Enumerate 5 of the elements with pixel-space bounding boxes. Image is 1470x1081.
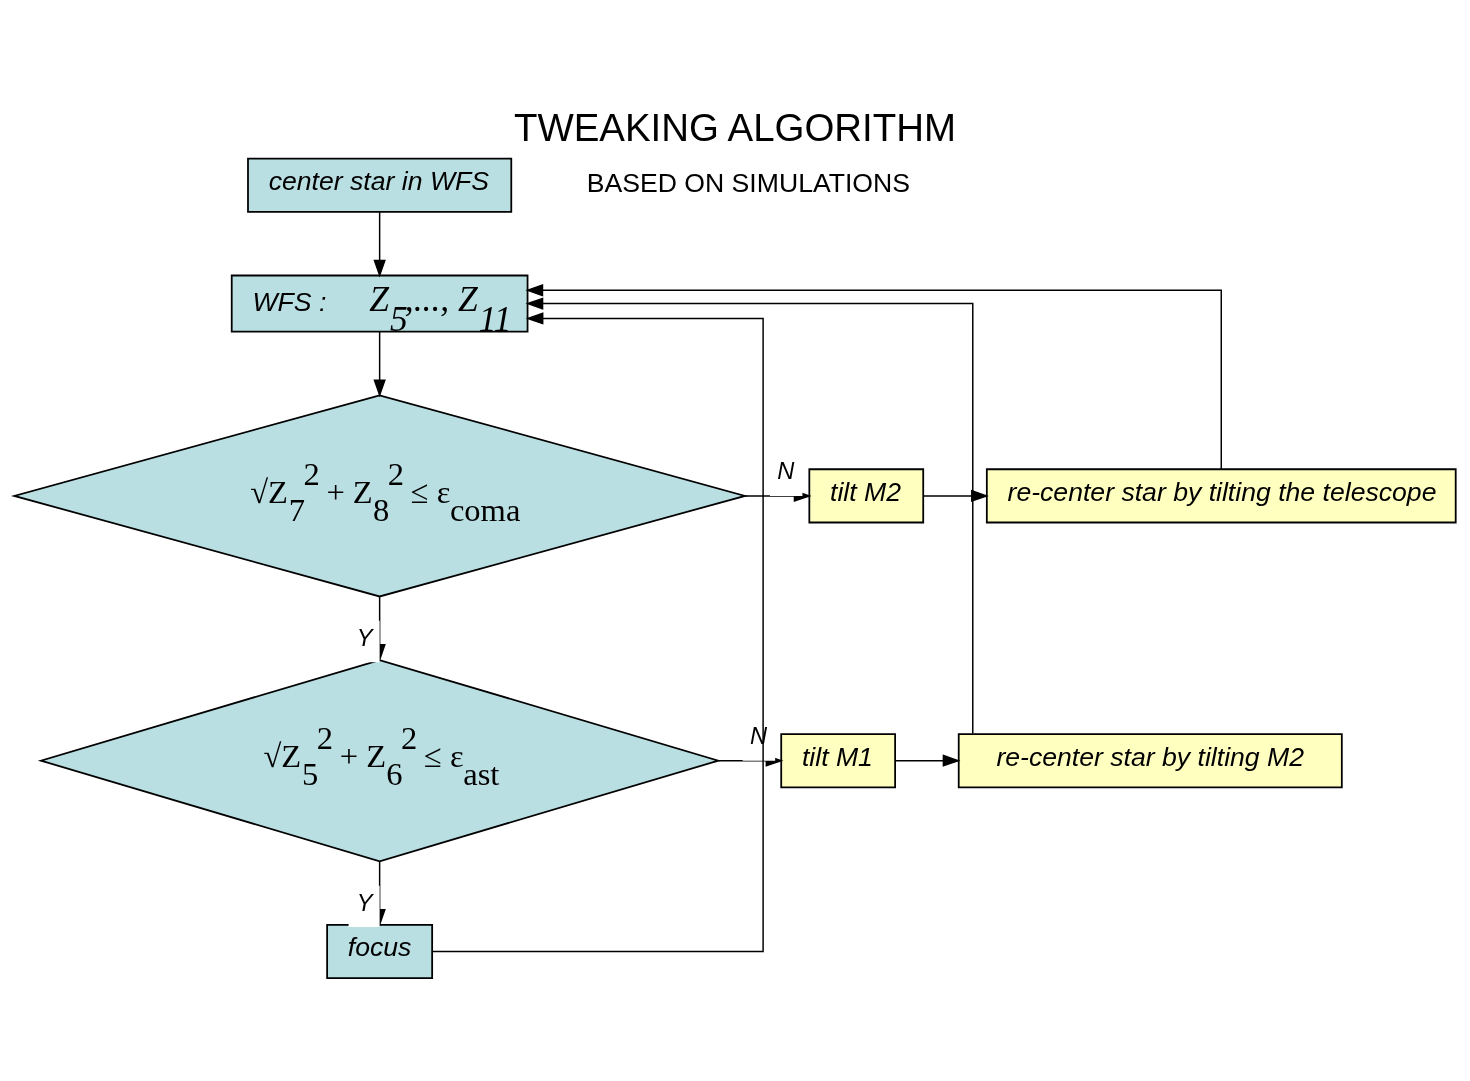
label: BASED ON SIMULATIONS xyxy=(586,167,911,198)
edge-label: Y xyxy=(356,889,373,916)
edge-label: N xyxy=(777,457,795,484)
diagram-title: TWEAKING ALGORITHM xyxy=(513,105,957,149)
edge-label: Y xyxy=(356,624,373,651)
